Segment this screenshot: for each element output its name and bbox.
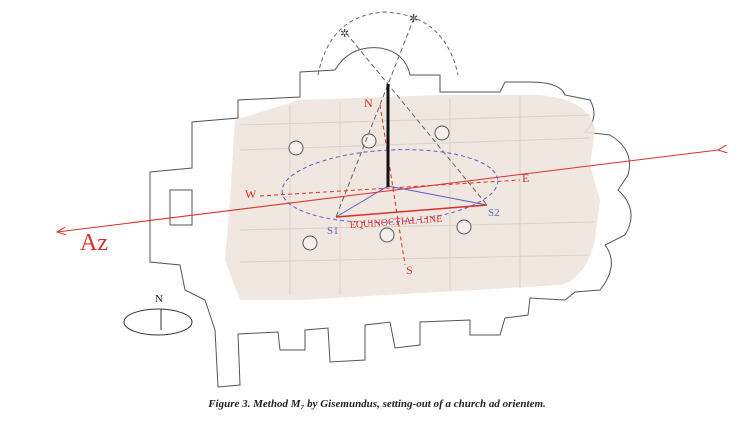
- north-south-line: [379, 104, 406, 266]
- equinoctial-line: [335, 204, 488, 218]
- west-label: W: [245, 187, 257, 201]
- compass-rose: N: [123, 293, 193, 336]
- azimuth-line: [57, 150, 718, 232]
- compass-north-label: N: [155, 293, 163, 305]
- east-label: E: [522, 171, 529, 185]
- figure-caption: Figure 3. Method M₇ by Gisemundus, setti…: [208, 398, 546, 410]
- s1-label: S1: [327, 225, 339, 237]
- shadow-lines: [335, 185, 488, 218]
- east-west-line: [259, 179, 521, 197]
- sun-arc: [317, 11, 459, 76]
- sun-star-icon: ✲: [340, 28, 349, 40]
- s2-label: S2: [488, 207, 500, 219]
- azimuth-label: Az: [80, 230, 108, 256]
- side-chapel: [169, 189, 193, 226]
- south-label: S: [406, 263, 413, 277]
- north-label: N: [364, 96, 373, 110]
